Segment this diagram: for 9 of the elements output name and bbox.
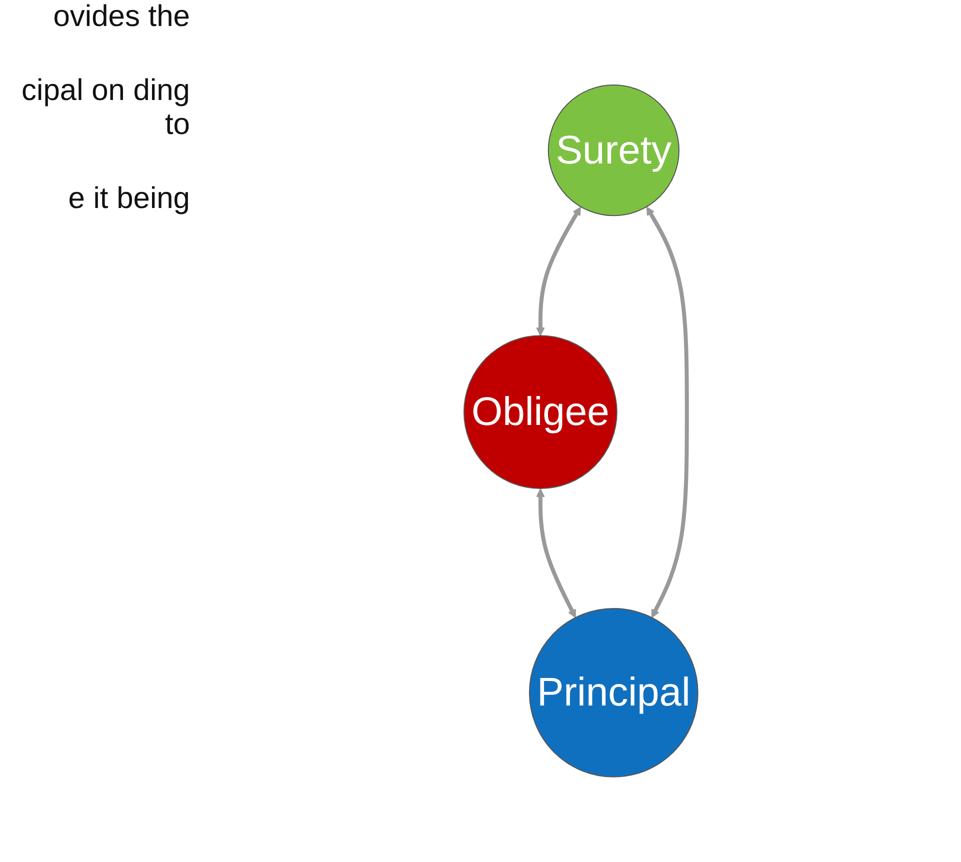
arrow [646, 206, 688, 618]
node-circle: Surety [547, 84, 680, 216]
arrow [536, 206, 580, 336]
note-text: e it being [67, 182, 190, 216]
node-circle: Principal [528, 608, 698, 778]
note-text: cipal on ding to [20, 74, 190, 142]
arrow [536, 488, 576, 618]
node-circle: Obligee [463, 335, 617, 490]
note-text: ovides the [52, 0, 190, 34]
